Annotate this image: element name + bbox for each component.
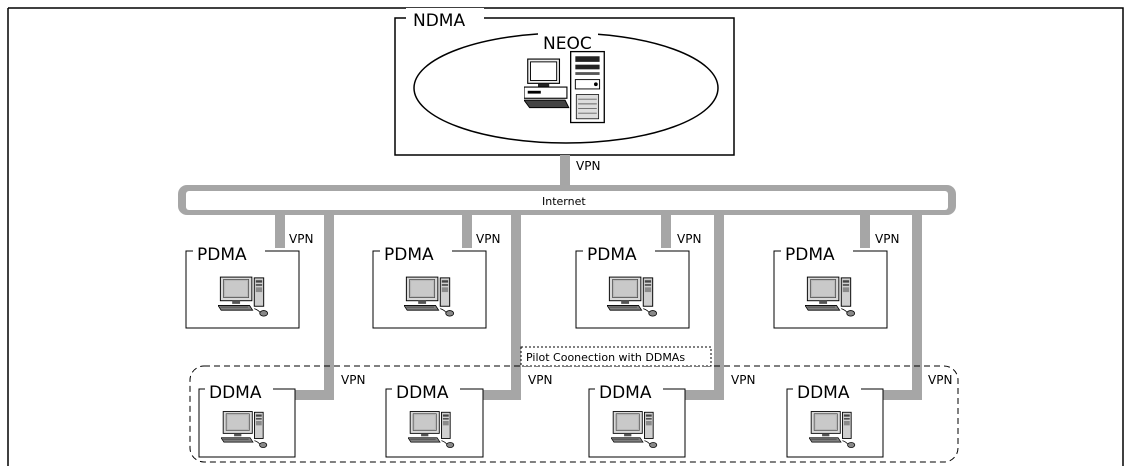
ndma-box: NDMA NEOC [394, 8, 735, 156]
ddma-box-4: DDMA [786, 379, 884, 458]
pdma-box-2: PDMA [372, 240, 487, 329]
pdma-box-1: PDMA [185, 240, 300, 329]
pdma-vpn-label-4: VPN [875, 232, 899, 246]
internet-bar: Internet [178, 185, 956, 215]
ndma-vpn-pipe [560, 155, 570, 185]
ddma-pipe-2 [483, 215, 521, 400]
pdma-vpn-label-3: VPN [677, 232, 701, 246]
pdma-label-1: PDMA [197, 245, 247, 265]
ndma-vpn-label: VPN [576, 159, 600, 173]
pdma-box-3: PDMA [575, 240, 690, 329]
ndma-label: NDMA [413, 11, 465, 31]
pilot-label: Pilot Coonection with DDMAs [526, 351, 685, 364]
ddma-label-1: DDMA [209, 383, 262, 403]
ddma-vpn-label-4: VPN [928, 373, 952, 387]
pdma-vpn-label-1: VPN [289, 232, 313, 246]
ddma-box-1: DDMA [198, 379, 296, 458]
outer-frame-top-right [8, 7, 1124, 466]
pdma-vpn-label-2: VPN [476, 232, 500, 246]
ddma-box-2: DDMA [385, 379, 484, 458]
ddma-box-3: DDMA [588, 379, 686, 458]
ddma-label-2: DDMA [396, 383, 449, 403]
pdma-label-2: PDMA [384, 245, 434, 265]
ddma-pipe-3 [685, 215, 724, 400]
ddma-vpn-label-3: VPN [731, 373, 755, 387]
ddma-vpn-label-1: VPN [341, 373, 365, 387]
ddma-pipe-1 [295, 215, 334, 400]
pdma-box-4: PDMA [773, 240, 888, 329]
pdma-label-3: PDMA [587, 245, 637, 265]
neoc-label: NEOC [543, 34, 592, 54]
ddma-vpn-label-2: VPN [528, 373, 552, 387]
ddma-label-3: DDMA [599, 383, 652, 403]
pilot-label-box [520, 346, 712, 367]
ddma-pipe-4 [883, 215, 922, 400]
pdma-label-4: PDMA [785, 245, 835, 265]
internet-label: Internet [542, 195, 586, 208]
ddma-label-4: DDMA [797, 383, 850, 403]
